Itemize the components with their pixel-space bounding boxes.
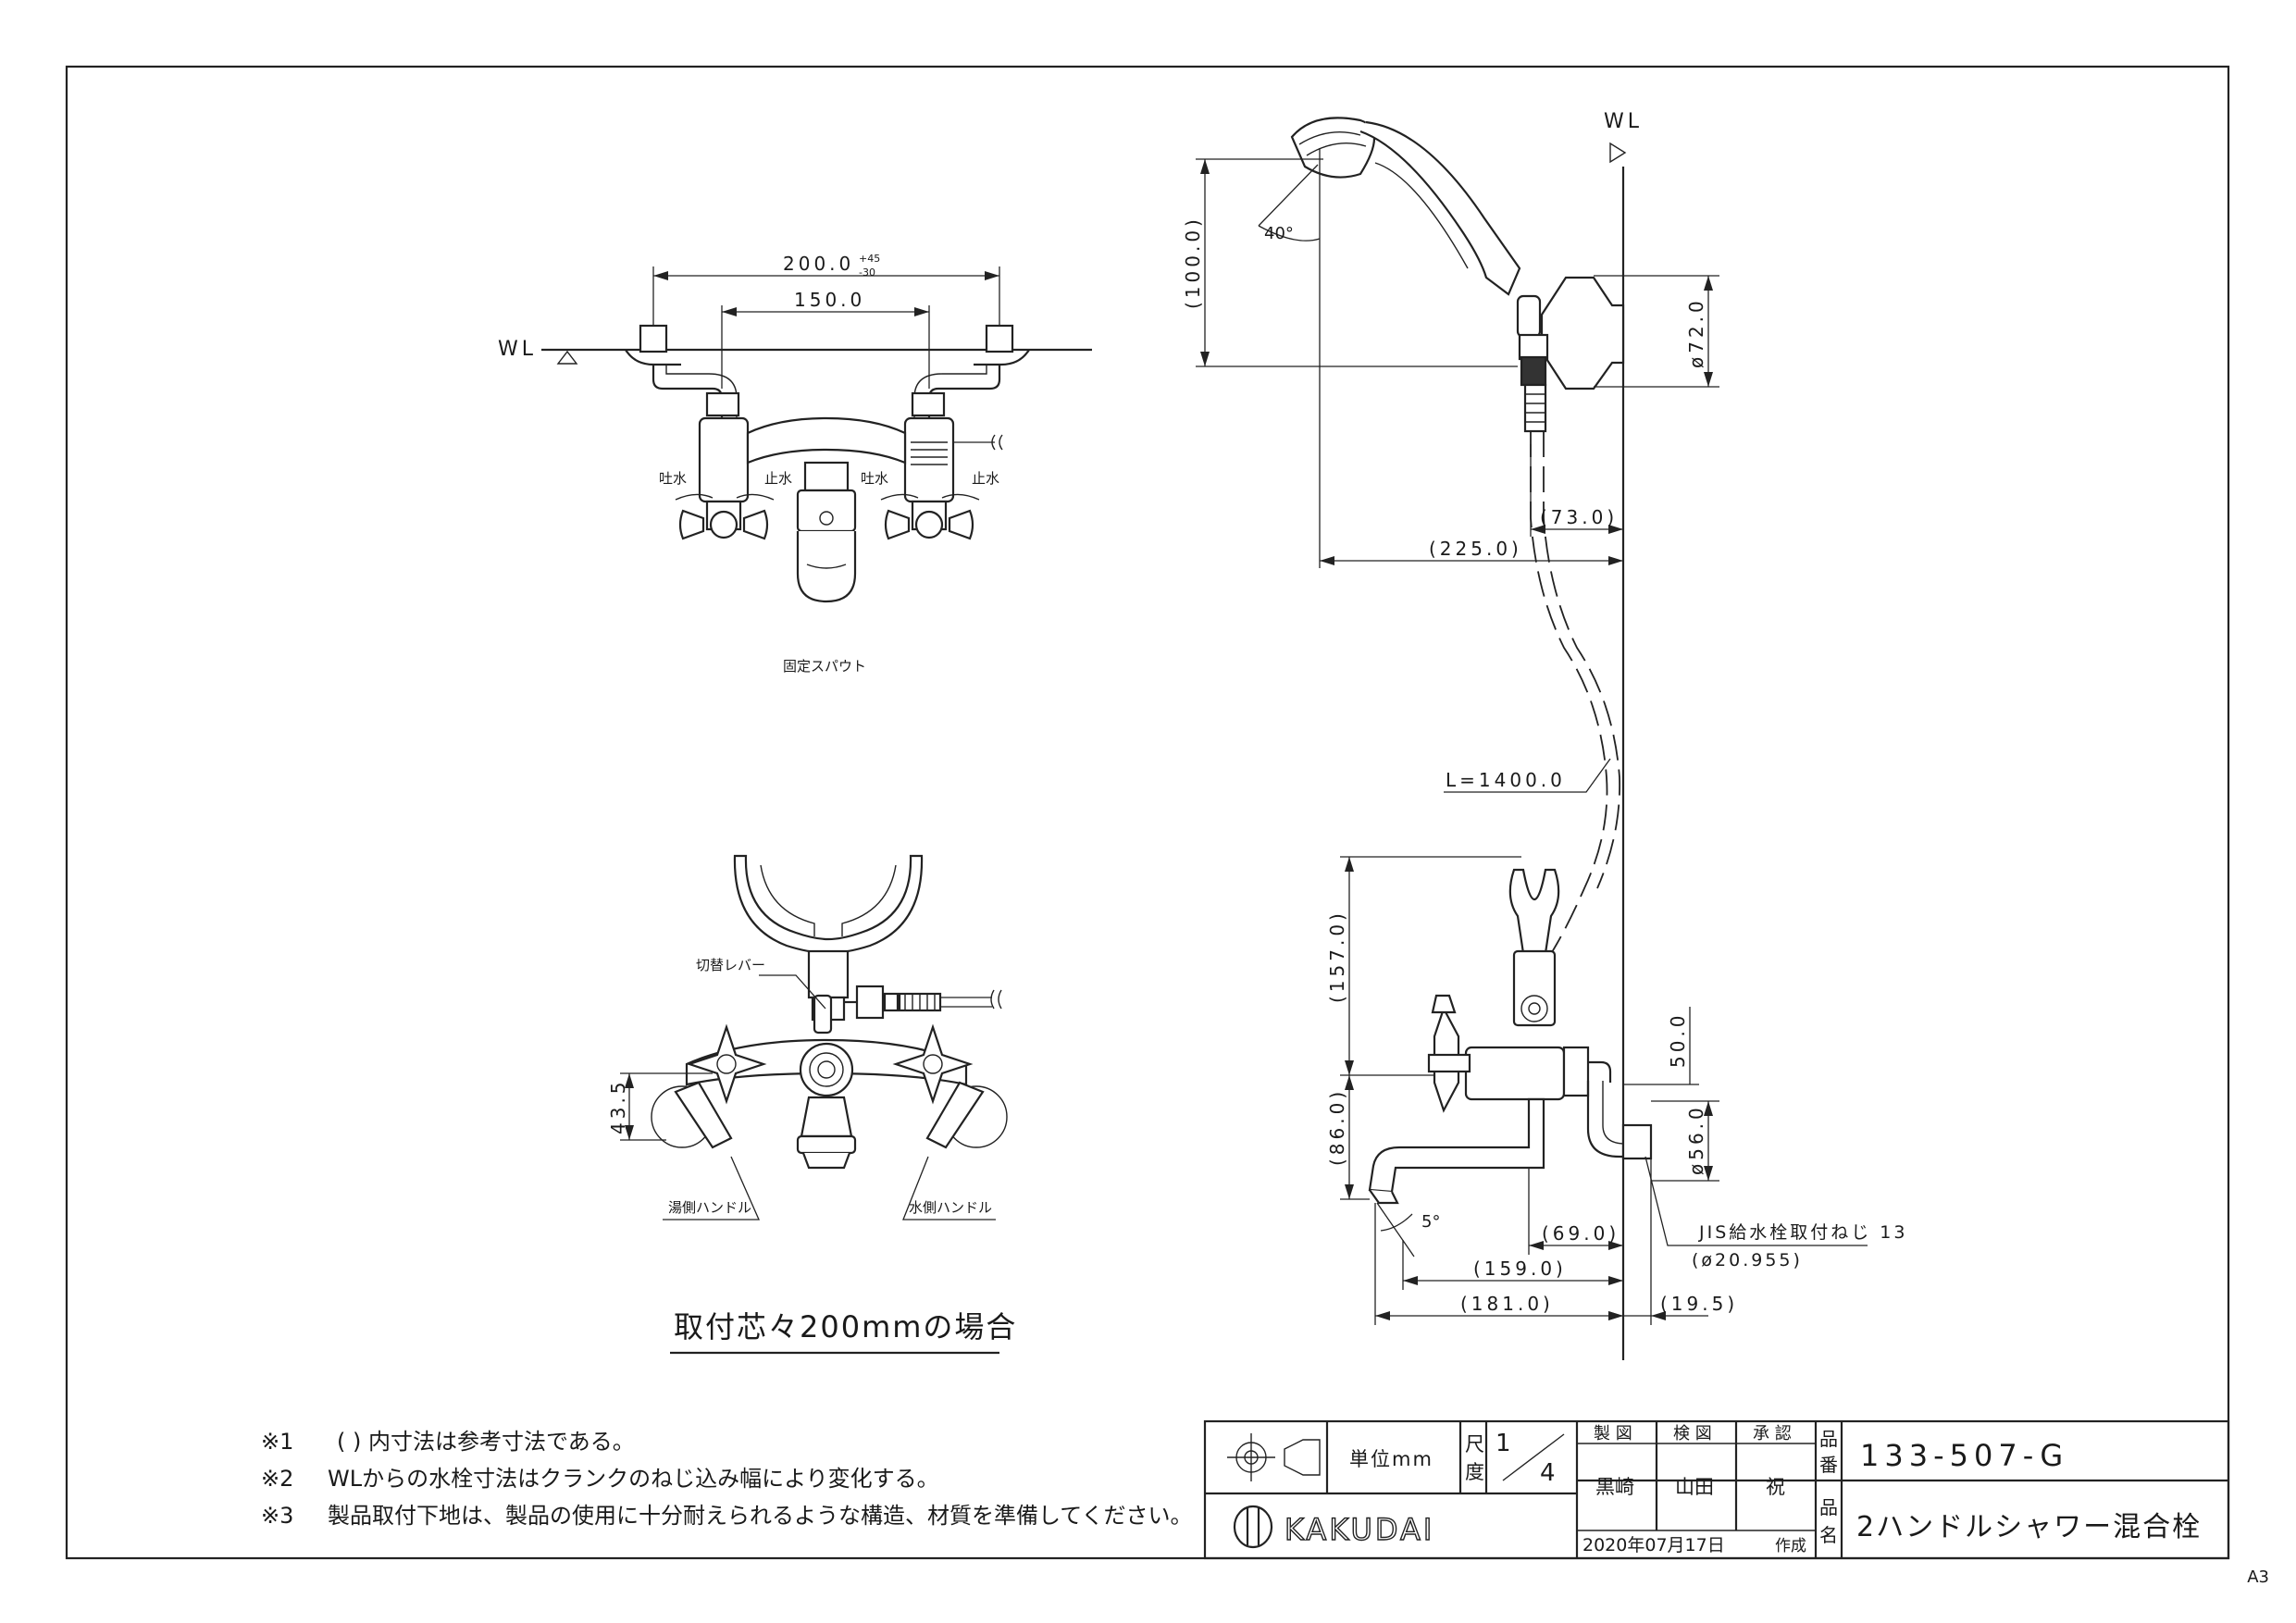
- wl-marker-side-icon: [1609, 142, 1627, 164]
- part-number: 133-507-G: [1860, 1438, 2068, 1473]
- note-3-text: 製品取付下地は、製品の使用に十分耐えられるような構造、材質を準備してください。: [328, 1503, 1193, 1529]
- svg-text:KAKUDAI: KAKUDAI: [1285, 1512, 1434, 1547]
- note-1-num: ※1: [261, 1429, 293, 1455]
- product-name-label-2: 名: [1819, 1524, 1838, 1546]
- dim-200-tol-plus: +45: [859, 253, 880, 265]
- label-hot-handle: 湯側ハンドル: [668, 1199, 751, 1216]
- dim-hose-length: L=1400.0: [1446, 769, 1566, 791]
- created-label: 作成: [1775, 1537, 1806, 1555]
- dim-225: (225.0): [1429, 538, 1522, 560]
- side-view: WL (100.0) 40°: [1182, 110, 1907, 1360]
- dim-angle-head: 40°: [1264, 224, 1294, 243]
- approved-by: 祝: [1766, 1476, 1785, 1498]
- note-2-num: ※2: [261, 1466, 293, 1492]
- date-text: 2020年07月17日: [1582, 1535, 1725, 1555]
- label-stop-left: 止水: [764, 470, 792, 487]
- dim-159: (159.0): [1473, 1258, 1567, 1280]
- dim-head-height: (100.0): [1182, 216, 1204, 309]
- dim-hook-diameter: ø72.0: [1685, 297, 1707, 368]
- sheet-size-label: A3: [2247, 1567, 2269, 1587]
- header-drawn: 製 図: [1594, 1424, 1632, 1443]
- header-checked: 検 図: [1673, 1424, 1712, 1443]
- header-approved: 承 認: [1753, 1424, 1792, 1443]
- dim-200-tol-minus: -30: [859, 266, 875, 279]
- label-stop-right: 止水: [972, 470, 999, 487]
- dim-69: (69.0): [1542, 1222, 1620, 1245]
- lower-view: 切替レバー 43.5 湯側ハンドル 水側ハ: [607, 854, 1017, 1355]
- projection-symbol-icon: [1227, 1433, 1321, 1481]
- sheet-border: [65, 65, 2230, 1560]
- side-wl-label: WL: [1604, 110, 1643, 133]
- wl-marker-icon: [556, 350, 578, 365]
- label-discharge-left: 吐水: [659, 470, 687, 487]
- product-name-label-1: 品: [1819, 1496, 1838, 1518]
- scale-label-2: 度: [1465, 1461, 1484, 1483]
- dim-43-5: 43.5: [607, 1078, 629, 1134]
- part-number-label-2: 番: [1819, 1454, 1838, 1476]
- part-number-label-1: 品: [1819, 1428, 1838, 1450]
- heading-center-200: 取付芯々200mmの場合: [674, 1309, 1017, 1344]
- front-wl-label: WL: [498, 338, 537, 361]
- dim-86: (86.0): [1326, 1088, 1348, 1166]
- label-cold-handle: 水側ハンドル: [909, 1199, 992, 1216]
- notes: ※1 ( ) 内寸法は参考寸法である。 ※2 WLからの水栓寸法はクランクのねじ…: [261, 1429, 1193, 1529]
- dim-angle-spout: 5°: [1421, 1212, 1440, 1232]
- drawn-by: 黒崎: [1595, 1476, 1634, 1498]
- dim-181: (181.0): [1460, 1293, 1554, 1315]
- scale-label-1: 尺: [1465, 1433, 1484, 1456]
- note-2-text: WLからの水栓寸法はクランクのねじ込み幅により変化する。: [328, 1466, 939, 1492]
- dim-19-5: (19.5): [1660, 1293, 1738, 1315]
- scale-num: 1: [1496, 1430, 1511, 1457]
- title-block: 単位mm 尺 度 1 4 製 図 検 図 承 認 黒崎 山田 祝 2020年07…: [1203, 1419, 2230, 1560]
- product-name: 2ハンドルシャワー混合栓: [1856, 1511, 2202, 1543]
- dim-50: 50.0: [1667, 1011, 1689, 1068]
- caption-fixed-spout: 固定スパウト: [783, 658, 866, 675]
- unit-label: 単位mm: [1349, 1448, 1433, 1470]
- dim-150: 150.0: [794, 289, 865, 311]
- front-view: WL 200.0 +45 -30 150.0: [498, 253, 1092, 675]
- checked-by: 山田: [1675, 1476, 1714, 1498]
- scale-den: 4: [1540, 1459, 1556, 1487]
- note-3-num: ※3: [261, 1503, 293, 1529]
- label-switch-lever: 切替レバー: [696, 957, 765, 973]
- label-discharge-right: 吐水: [861, 470, 888, 487]
- dim-56-diameter: ø56.0: [1685, 1104, 1707, 1175]
- dim-200: 200.0: [783, 253, 854, 275]
- note-1-text: ( ) 内寸法は参考寸法である。: [337, 1429, 635, 1455]
- dim-157: (157.0): [1326, 910, 1348, 1003]
- dim-73: (73.0): [1540, 506, 1618, 528]
- thread-size: (ø20.955): [1692, 1250, 1803, 1270]
- kakudai-logo: KAKUDAI: [1233, 1505, 1434, 1549]
- thread-label: JIS給水栓取付ねじ 13: [1698, 1222, 1907, 1243]
